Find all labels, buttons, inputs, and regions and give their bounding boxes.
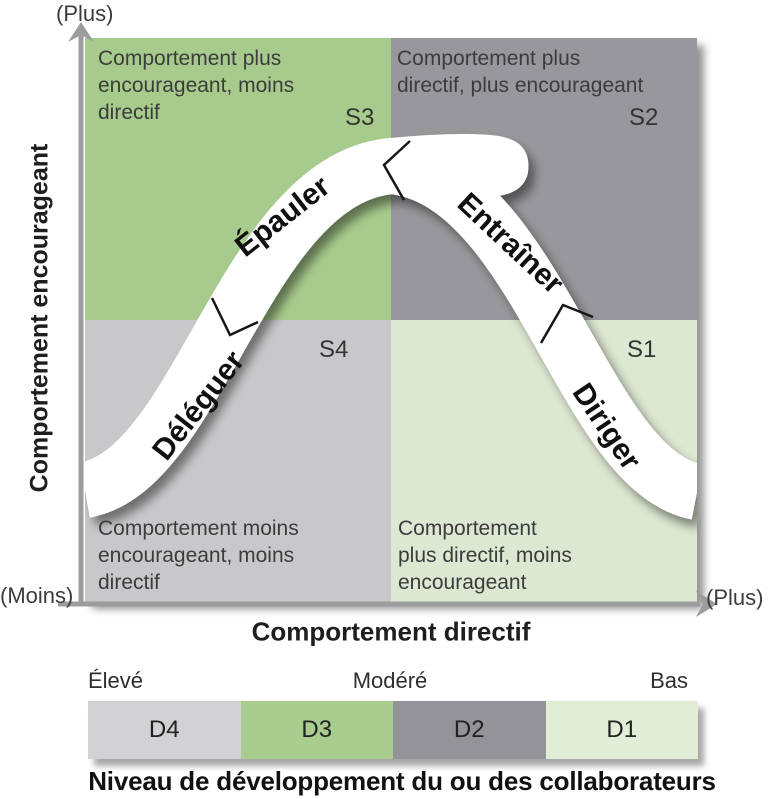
- curve-chevron-apex-icon: [382, 140, 411, 201]
- dev-segment-d3-label: D3: [301, 716, 333, 743]
- dev-segment-d1: D1: [545, 701, 698, 759]
- curve-chevron-s2-s1-icon: [539, 303, 594, 344]
- quadrant-s3-description: Comportement plus encourageant, moins di…: [98, 47, 295, 124]
- dev-segment-d4: D4: [88, 701, 241, 759]
- dev-segment-d4-label: D4: [148, 716, 180, 743]
- quadrant-s4-code: S4: [319, 336, 349, 363]
- development-scale-title: Niveau de développement du ou des collab…: [88, 766, 716, 796]
- quadrant-s2-code: S2: [629, 104, 659, 131]
- y-axis-arrow-icon: [68, 22, 94, 42]
- dev-segment-d3: D3: [240, 701, 393, 759]
- x-axis-arrow-icon: [696, 591, 717, 617]
- quadrant-s2-description: Comportement plus directif, plus encoura…: [397, 47, 644, 97]
- quadrant-grid: [85, 38, 697, 602]
- quadrant-s4-description: Comportement moins encourageant, moins d…: [98, 517, 299, 594]
- dev-level-moderate-label: Modéré: [352, 668, 428, 693]
- dev-segment-d1-label: D1: [606, 716, 638, 743]
- x-axis-title: Comportement directif: [251, 616, 531, 647]
- dev-level-low-label: Bas: [650, 668, 688, 693]
- dev-segment-d2: D2: [393, 701, 546, 759]
- dev-segment-d2-label: D2: [453, 716, 485, 743]
- y-axis-plus-marker: (Plus): [56, 1, 114, 26]
- quadrant-s1-description: Comportement plus directif, moins encour…: [398, 517, 572, 594]
- development-scale-bar: D4 D3 D2 D1: [88, 701, 698, 759]
- leadership-curve-band: [85, 133, 697, 520]
- x-axis-moins-marker: (Moins): [0, 583, 74, 608]
- quadrant-chart-canvas: [58, 22, 717, 617]
- curve-chevron-s3-s4-icon: [210, 297, 259, 337]
- quadrant-s3-code: S3: [345, 104, 375, 131]
- x-axis-plus-marker: (Plus): [706, 585, 764, 610]
- quadrant-s1-code: S1: [627, 336, 657, 363]
- y-axis-title: Comportement encourageant: [25, 143, 54, 493]
- dev-level-high-label: Élevé: [88, 668, 144, 693]
